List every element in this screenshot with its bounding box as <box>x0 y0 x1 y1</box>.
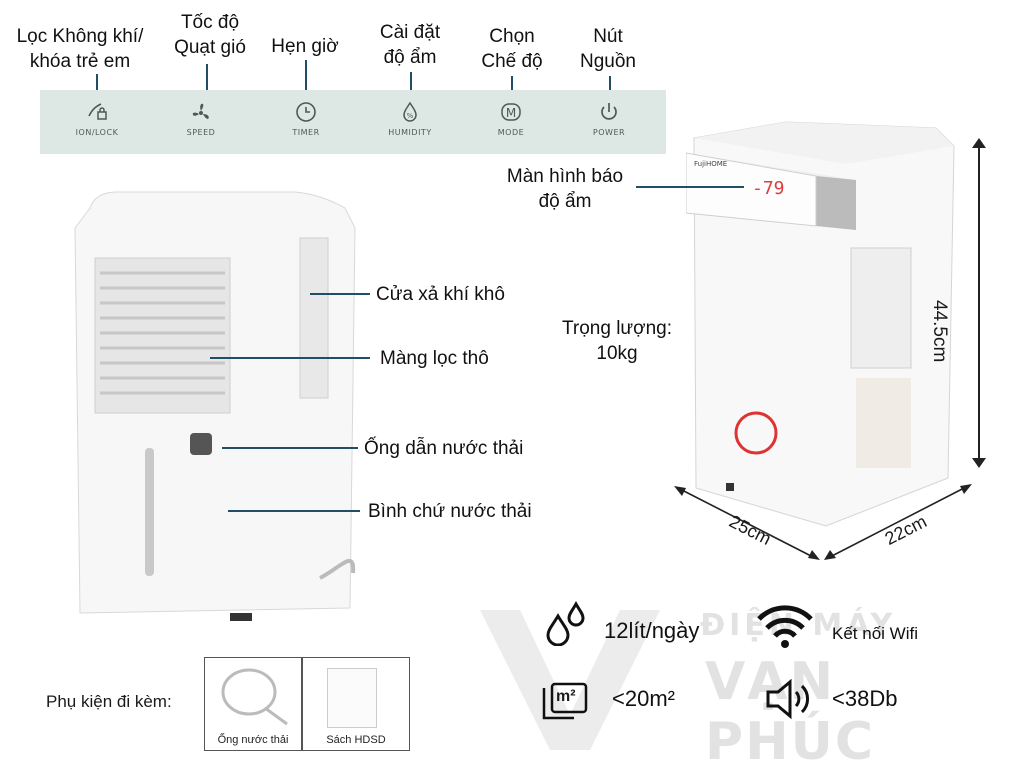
pointer-speed <box>206 64 208 102</box>
mode-button[interactable]: M MODE <box>471 100 551 137</box>
callout-water-tank: Bình chứ nước thải <box>368 501 532 522</box>
pointer-humidity <box>410 72 412 102</box>
humidity-icon: % <box>403 101 417 122</box>
power-icon <box>601 103 617 120</box>
ion-lock-icon <box>88 103 107 120</box>
height-arrow-bottom <box>972 458 986 468</box>
label-ion-lock: Lọc Không khí/khóa trẻ em <box>16 26 144 72</box>
callout-drain-hose: Ống dẫn nước thải <box>364 438 524 459</box>
accessory-caption-hose: Ống nước thải <box>217 734 289 746</box>
height-label: 44.5cm <box>929 300 950 363</box>
wifi-icon <box>757 605 813 648</box>
control-panel: ION/LOCK SPEED TIMER % HUMIDITY M MODE <box>40 90 666 154</box>
manual-image <box>327 668 377 728</box>
spec-capacity: 12lít/ngày <box>604 618 700 643</box>
dehumidifier-front <box>70 188 360 628</box>
spec-wifi: Kết nối Wifi <box>832 624 918 643</box>
svg-text:M: M <box>506 106 516 120</box>
callout-weight: Trọng lượng:10kg <box>561 318 673 364</box>
speed-button[interactable]: SPEED <box>161 100 241 137</box>
area-icon-text: m² <box>556 688 576 705</box>
hose-image <box>221 668 288 726</box>
pointer-outlet <box>310 293 370 295</box>
spec-noise: <38Db <box>832 686 898 711</box>
svg-text:%: % <box>407 112 414 120</box>
accessory-caption-manual: Sách HDSD <box>326 734 386 746</box>
spec-area: <20m² <box>612 686 675 711</box>
watermark-line2: VẠN PHÚC <box>705 652 876 772</box>
pointer-filter <box>210 357 370 359</box>
pointer-ion-lock <box>96 74 98 102</box>
ion-lock-button[interactable]: ION/LOCK <box>57 100 137 137</box>
area-icon: m² <box>540 678 590 722</box>
pointer-timer <box>305 60 307 102</box>
pointer-drain-hose <box>222 447 358 449</box>
accessory-manual: Sách HDSD <box>302 657 410 751</box>
fan-icon <box>192 103 209 119</box>
pointer-display <box>636 186 744 188</box>
pointer-power <box>609 76 611 102</box>
base-dimension-lines <box>674 484 972 560</box>
water-drops-icon <box>546 600 585 646</box>
timer-button[interactable]: TIMER <box>266 100 346 137</box>
watermark-logo <box>480 610 660 750</box>
pointer-water-tank <box>228 510 360 512</box>
pointer-mode <box>511 76 513 102</box>
dehumidifier-side: -79 FujiHOME <box>685 108 966 528</box>
accessories-label: Phụ kiện đi kèm: <box>46 692 172 711</box>
callout-dry-air-outlet: Cửa xả khí khô <box>376 284 505 305</box>
accessory-drain-hose: Ống nước thải <box>204 657 302 751</box>
label-timer: Hẹn giờ <box>271 36 339 57</box>
callout-coarse-filter: Màng lọc thô <box>380 348 489 369</box>
height-dimension-line <box>978 142 980 460</box>
display-readout: -79 <box>752 178 785 199</box>
height-arrow-top <box>972 138 986 148</box>
power-button[interactable]: POWER <box>569 100 649 137</box>
speaker-icon <box>766 678 809 720</box>
humidity-button[interactable]: % HUMIDITY <box>370 100 450 137</box>
mode-icon: M <box>501 103 521 121</box>
brand-text: FujiHOME <box>694 160 727 168</box>
timer-icon <box>296 102 316 122</box>
